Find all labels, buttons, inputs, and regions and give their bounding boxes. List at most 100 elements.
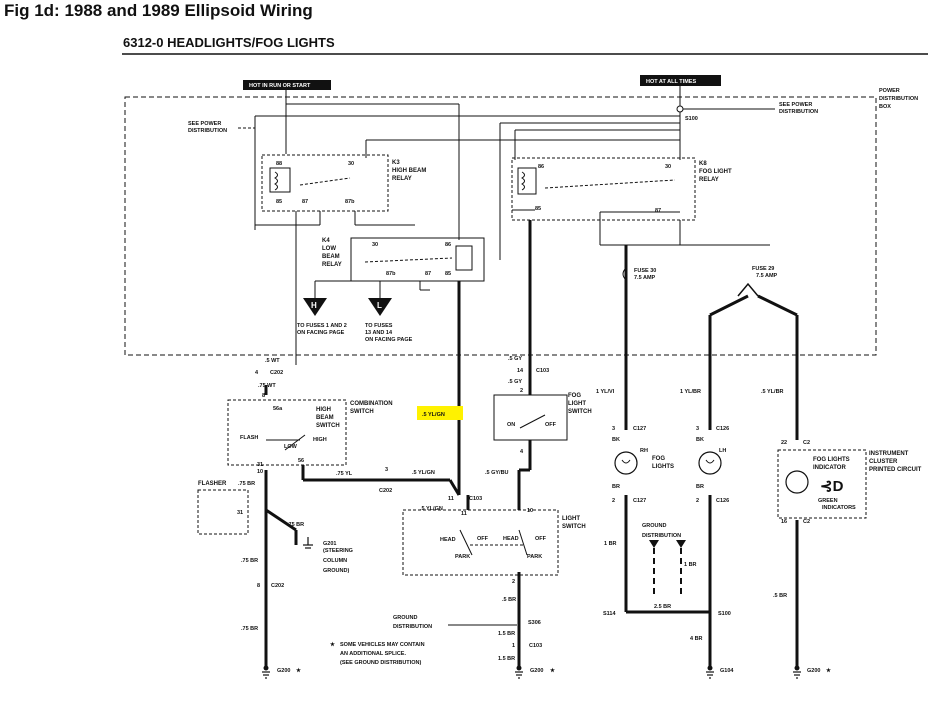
wire-c103b: C103 [469, 496, 482, 502]
wire-c202a: C202 [270, 370, 283, 376]
ls-park-1: PARK [455, 554, 470, 560]
wire-c103c: C103 [529, 643, 542, 649]
wire-22: 22 [781, 440, 787, 446]
k3-pin-88: 88 [276, 161, 282, 167]
marker-l: L [377, 301, 382, 310]
instrument-cluster-box [777, 449, 867, 519]
green-ind-2: INDICATORS [822, 505, 856, 511]
hot-run-label: HOT IN RUN OR START [249, 83, 311, 89]
wire-gy-mid: .5 GY [508, 379, 522, 385]
hot-all-label: HOT AT ALL TIMES [646, 79, 696, 85]
fog-switch-box [493, 394, 568, 441]
power-box-label-3: BOX [879, 104, 891, 110]
g201-label-2: (STEERING [323, 548, 353, 554]
fuse30-label-1: FUSE 30 [634, 268, 656, 274]
comb-high: HIGH [313, 437, 327, 443]
k3-label-2: HIGH BEAM [392, 168, 426, 174]
wire-14: 14 [517, 368, 524, 374]
note-line-1: SOME VEHICLES MAY CONTAIN [340, 642, 425, 648]
wire-br75d: .75 BR [241, 626, 258, 632]
ground-g200a: G200 [277, 668, 290, 674]
instrument-label-1: INSTRUMENT [869, 451, 909, 457]
wire-56: 56 [298, 458, 304, 464]
figure-title: Fig 1d: 1988 and 1989 Ellipsoid Wiring [4, 1, 313, 20]
note-line-3: (SEE GROUND DISTRIBUTION) [340, 660, 421, 666]
wire-bk2: BK [696, 437, 704, 443]
top-power-lines [254, 86, 775, 260]
wire-br4: 4 BR [690, 636, 703, 642]
ground-g104: G104 [720, 668, 734, 674]
wire-br5: .5 BR [502, 597, 516, 603]
highlight-ylgn [417, 406, 463, 420]
wire-br15b: 1.5 BR [498, 656, 515, 662]
fog-switch-arm [519, 414, 546, 429]
note-star: ★ [330, 641, 336, 648]
to-fuses-1-line1: TO FUSES 1 AND 2 [297, 323, 347, 329]
hb-switch-label-3: SWITCH [316, 423, 340, 429]
g201-label-3: COLUMN [323, 558, 347, 564]
fog-lh: LH [719, 448, 726, 454]
k4-pin-86: 86 [445, 242, 451, 248]
wire-br2: BR [696, 484, 704, 490]
combination-switch-box [227, 399, 347, 466]
wire-75wt: .75 WT [258, 383, 276, 389]
k4-pin-30: 30 [372, 242, 378, 248]
fog-switch-on: ON [507, 422, 515, 428]
wire-c2a: C2 [803, 440, 810, 446]
wire-ylvi: 1 YL/VI [596, 389, 615, 395]
comb-switch-arm [284, 434, 306, 451]
instrument-label-2: CLUSTER [869, 459, 898, 465]
fog-light-lh-filament [705, 459, 715, 464]
wire-c126a: C126 [716, 426, 729, 432]
green-ind-1: GREEN [818, 498, 838, 504]
k8-pin-85: 85 [535, 206, 541, 212]
k3-coil [269, 167, 291, 193]
wire-br15a: 1.5 BR [498, 631, 515, 637]
wire-2: 2 [520, 388, 523, 394]
flasher-label: FLASHER [198, 481, 227, 487]
to-fuses-2-line2: 13 AND 14 [365, 330, 393, 336]
wire-c202c: C202 [271, 583, 284, 589]
k3-pin-30: 30 [348, 161, 354, 167]
marker-h-triangle [303, 298, 327, 316]
wire-br1b: 1 BR [684, 562, 697, 568]
fog-indicator-label-1: FOG LIGHTS [813, 457, 850, 463]
k4-label-3: BEAM [322, 254, 340, 260]
wire-4: 4 [255, 370, 259, 376]
splice-s100: S100 [718, 611, 731, 617]
comb-low: LOW [284, 444, 298, 450]
hot-all-bar [640, 75, 721, 86]
k3-label-3: RELAY [392, 176, 412, 182]
ground-symbols [262, 671, 801, 679]
fog-switch-label-1: FOG [568, 393, 581, 399]
wire-1: 1 [512, 643, 515, 649]
wire-br1: BR [612, 484, 620, 490]
k4-pin-85: 85 [445, 271, 451, 277]
ground-g200c: G200 [807, 668, 820, 674]
k8-label-3: RELAY [699, 177, 719, 183]
g201-ground-symbol [303, 537, 313, 549]
fog-switch-label-3: SWITCH [568, 409, 592, 415]
wire-31: 31 [257, 462, 263, 468]
g200b-dot [516, 665, 522, 671]
k8-pin-30: 30 [665, 164, 671, 170]
ground-dist2-2: DISTRIBUTION [642, 533, 681, 539]
ls-arm-2 [518, 529, 528, 556]
fog-indicator-bulb [785, 470, 809, 494]
fog-rh: RH [640, 448, 648, 454]
k8-label-1: K8 [699, 161, 707, 167]
wire-ylbr: 1 YL/BR [680, 389, 701, 395]
k3-pin-87b: 87b [345, 199, 355, 205]
wire-11: 11 [448, 496, 454, 502]
splice-s114: S114 [603, 611, 616, 617]
wire-ylgn2: .5 YL/GN [412, 470, 435, 476]
fog-switch-label-2: LIGHT [568, 401, 586, 407]
s100-top-node [676, 105, 684, 113]
wire-br75c: .75 BR [241, 558, 258, 564]
k4-label-2: LOW [322, 246, 336, 252]
k4-label-4: RELAY [322, 262, 342, 268]
k3-pin-87: 87 [302, 199, 308, 205]
flasher-box [197, 489, 249, 535]
section-title: 6312-0 HEADLIGHTS/FOG LIGHTS [123, 35, 335, 50]
g201-label-1: G201 [323, 541, 336, 547]
